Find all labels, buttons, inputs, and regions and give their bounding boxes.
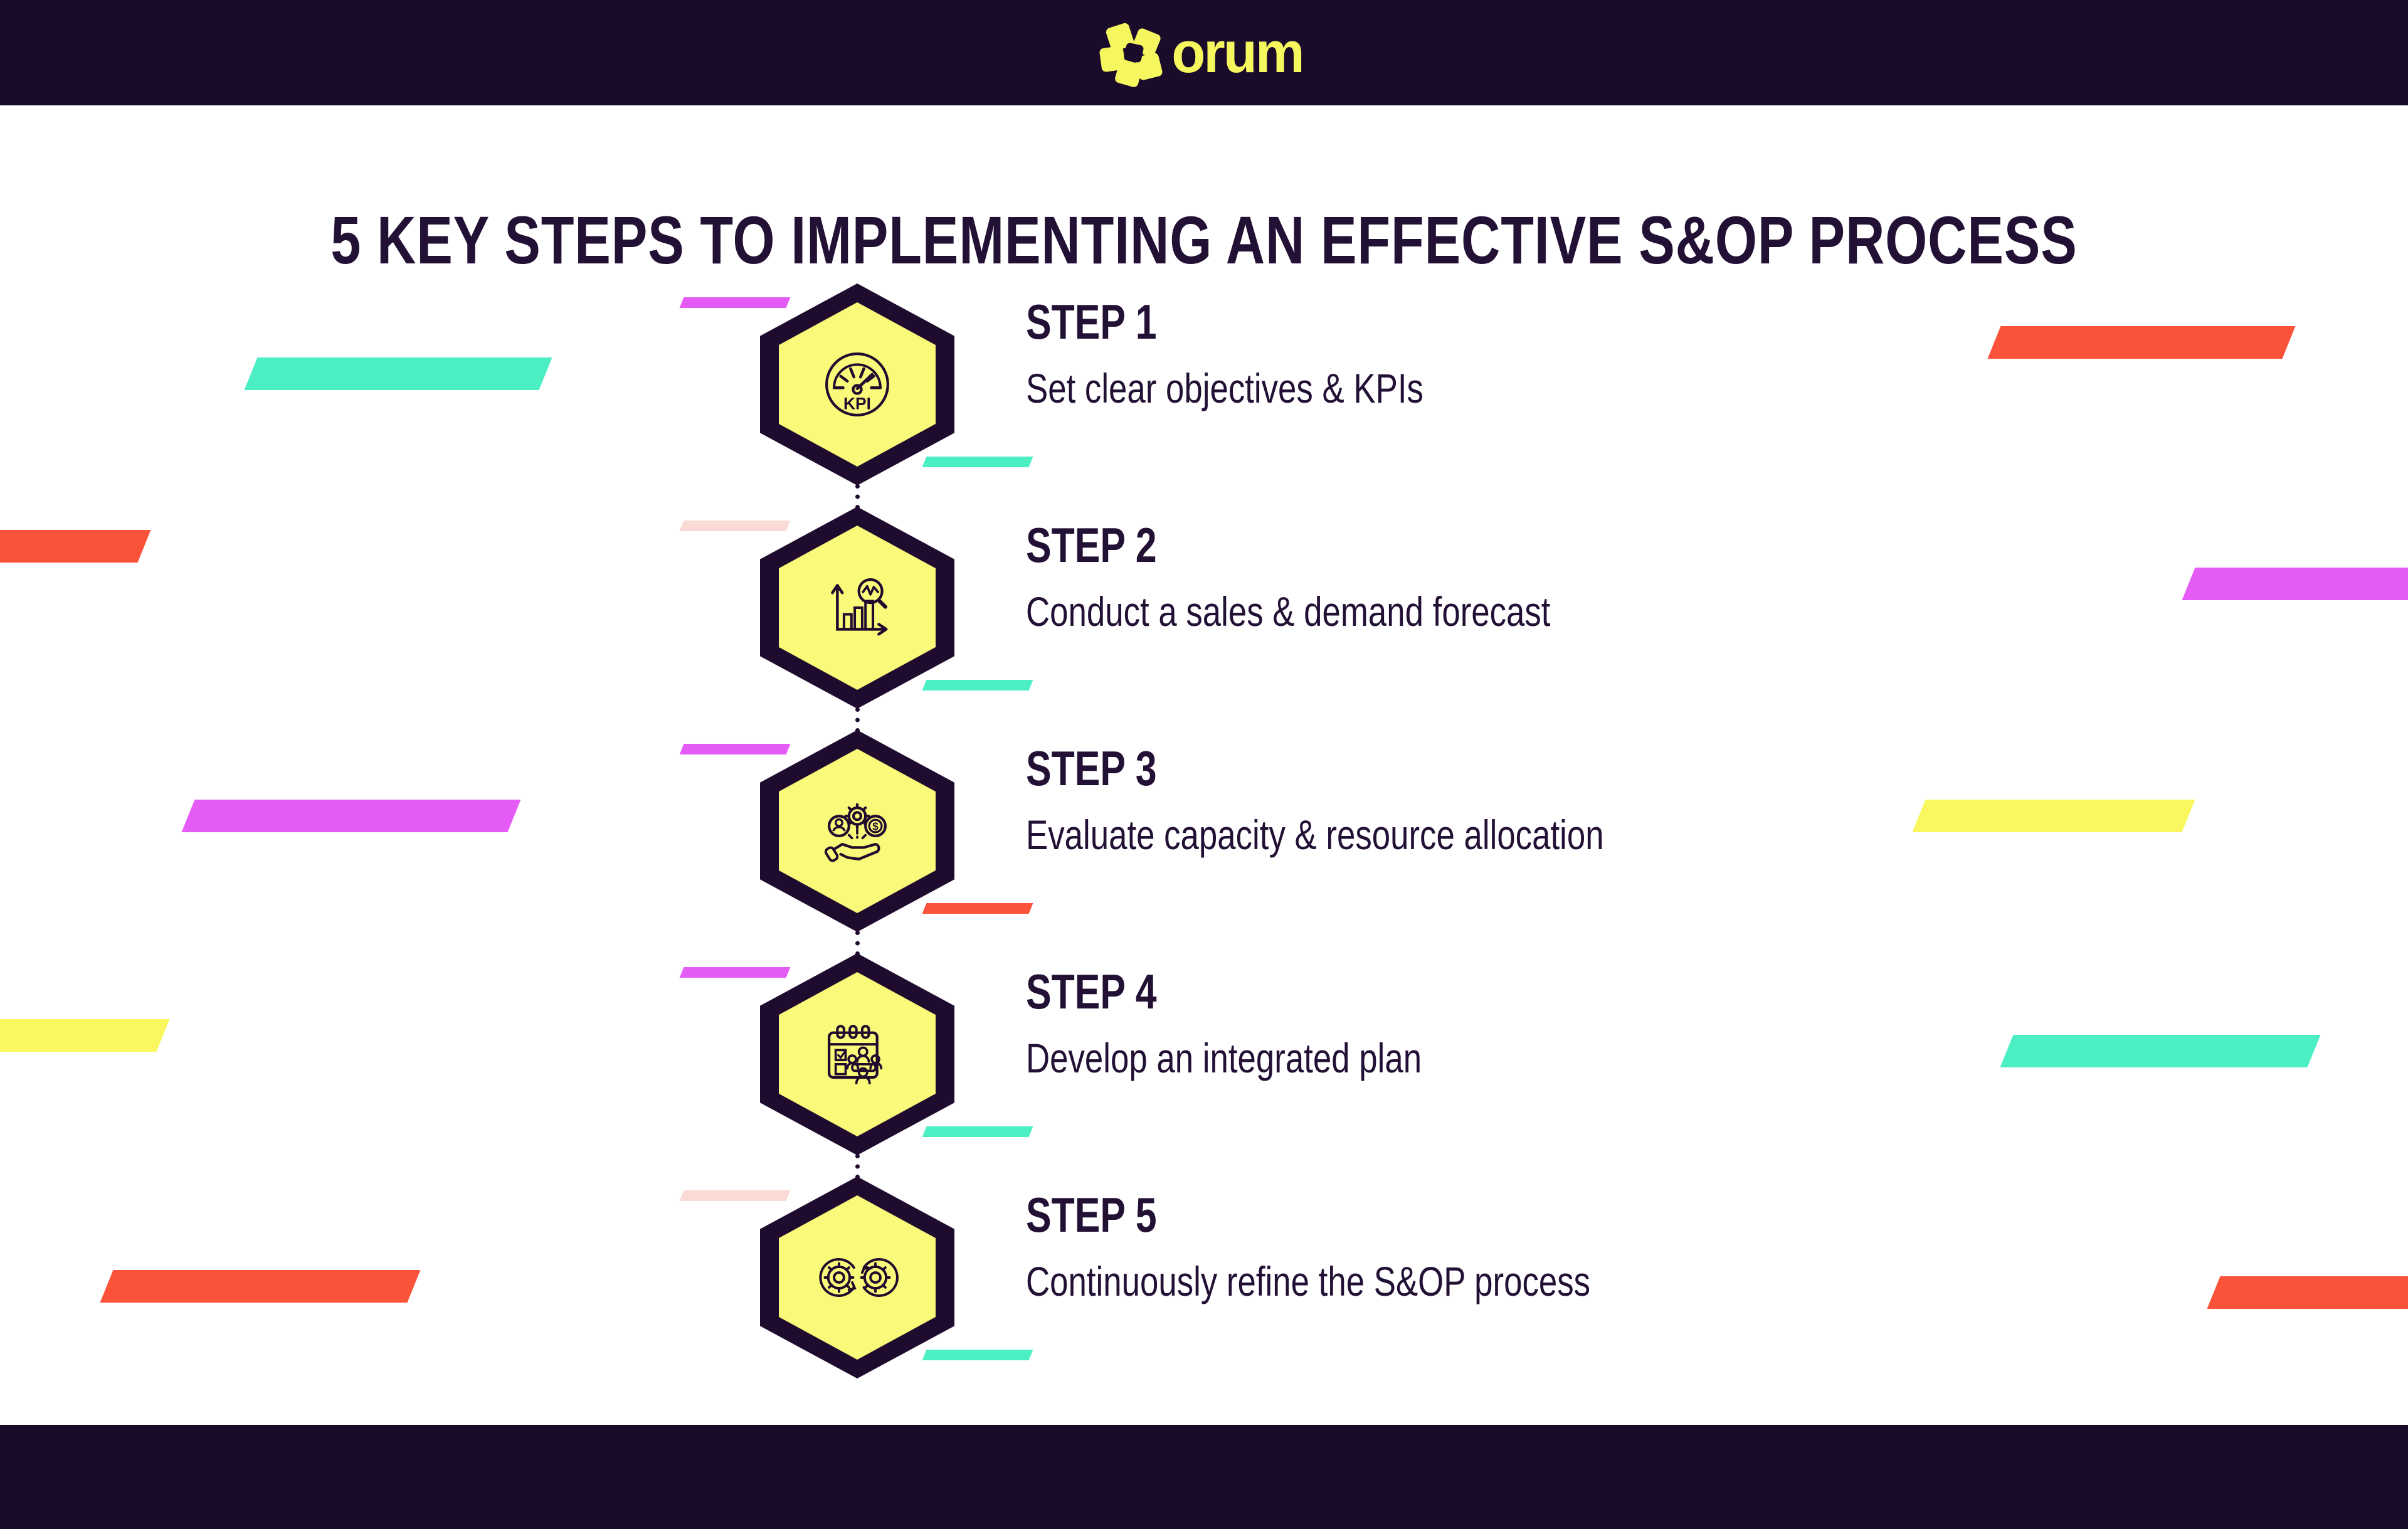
step-row: STEP 2 Conduct a sales & demand forecast	[0, 507, 2408, 733]
orum-pinwheel-logo-icon	[1099, 22, 1164, 88]
svg-text:KPI: KPI	[843, 394, 871, 413]
hexagon-border	[760, 1177, 954, 1378]
step-5-hexagon[interactable]	[679, 1177, 1033, 1378]
step-row: STEP 4 Develop an integrated plan	[0, 953, 2408, 1179]
step-row: $ STEP 3 Evaluate capacity &	[0, 730, 2408, 956]
hexagon-fill	[779, 526, 936, 690]
step-description: Continuously refine the S&OP process	[1026, 1258, 1591, 1304]
accent-slash-top-left	[679, 1190, 791, 1201]
page-title: 5 KEY STEPS TO IMPLEMENTING AN EFFECTIVE…	[330, 202, 2078, 278]
steps-list: KPI STEP 1 Set clear objectives & KPIs	[0, 283, 2408, 1400]
step-title: STEP 4	[1026, 964, 1157, 1019]
accent-slash-bottom-right	[922, 1126, 1033, 1137]
step-row: KPI STEP 1 Set clear objectives & KPIs	[0, 283, 2408, 509]
bar-chart-magnifier-icon	[831, 578, 888, 636]
step-5-text: STEP 5 Continuously refine the S&OP proc…	[1026, 1190, 2217, 1304]
step-connector-dotted-line	[855, 931, 860, 956]
hexagon-border: $	[760, 730, 954, 932]
footer-bar	[0, 1425, 2408, 1529]
hexagon-border: KPI	[760, 283, 954, 485]
step-1-hexagon[interactable]: KPI	[679, 283, 1033, 485]
step-connector-dotted-line	[855, 1154, 860, 1179]
step-3-text: STEP 3 Evaluate capacity & resource allo…	[1026, 744, 2217, 857]
svg-text:$: $	[872, 820, 879, 833]
step-connector-dotted-line	[855, 707, 860, 733]
step-4-text: STEP 4 Develop an integrated plan	[1026, 967, 2217, 1081]
step-description: Set clear objectives & KPIs	[1026, 365, 1423, 411]
accent-slash-bottom-right	[922, 903, 1033, 914]
step-description: Conduct a sales & demand forecast	[1026, 588, 1551, 635]
accent-slash-top-left	[679, 744, 791, 754]
hexagon-fill: $	[779, 749, 936, 913]
step-4-hexagon[interactable]	[679, 953, 1033, 1155]
step-2-text: STEP 2 Conduct a sales & demand forecast	[1026, 521, 2217, 634]
hand-resources-icon: $	[824, 803, 887, 862]
step-title: STEP 5	[1026, 1187, 1157, 1242]
step-2-hexagon[interactable]	[679, 507, 1033, 709]
step-row: STEP 5 Continuously refine the S&OP proc…	[0, 1177, 2408, 1400]
step-description: Develop an integrated plan	[1026, 1035, 1422, 1081]
accent-slash-bottom-right	[922, 1350, 1033, 1360]
header-bar: orum	[0, 0, 2408, 105]
hexagon-fill: KPI	[779, 302, 936, 467]
step-3-hexagon[interactable]: $	[679, 730, 1033, 932]
logo-wordmark: orum	[1171, 21, 1304, 85]
accent-slash-top-left	[679, 521, 791, 531]
step-title: STEP 2	[1026, 517, 1157, 573]
accent-slash-top-left	[679, 297, 791, 308]
orum-logo[interactable]: orum	[1099, 21, 1306, 88]
step-connector-dotted-line	[855, 484, 860, 509]
hexagon-fill	[779, 972, 936, 1136]
kpi-gauge-icon: KPI	[825, 352, 889, 416]
calendar-team-meeting-icon	[828, 1025, 883, 1085]
step-description: Evaluate capacity & resource allocation	[1026, 812, 1604, 858]
step-title: STEP 3	[1026, 741, 1157, 796]
accent-slash-bottom-right	[922, 457, 1033, 467]
step-title: STEP 1	[1026, 294, 1157, 349]
step-1-text: STEP 1 Set clear objectives & KPIs	[1026, 297, 2217, 411]
accent-slash-bottom-right	[922, 680, 1033, 690]
hexagon-fill	[779, 1195, 936, 1360]
hexagon-border	[760, 953, 954, 1155]
dual-gears-refresh-icon	[819, 1258, 899, 1297]
hexagon-border	[760, 507, 954, 709]
accent-slash-top-left	[679, 967, 791, 978]
